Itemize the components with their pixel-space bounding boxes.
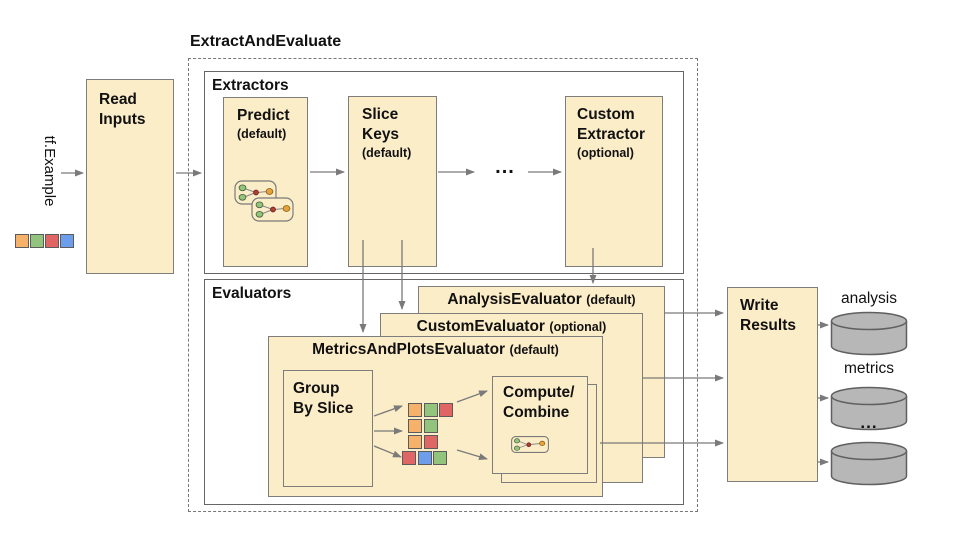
custom-evaluator-sub: (optional) (549, 320, 607, 334)
extractors-label: Extractors (212, 77, 289, 94)
read-inputs-label-line1: Read (99, 91, 137, 108)
slice-keys-sub: (default) (362, 146, 412, 160)
predict-title: Predict (237, 107, 290, 124)
evaluators-label: Evaluators (212, 285, 292, 302)
slice-keys-title-line1: Slice (362, 106, 399, 123)
write-results-line2: Results (740, 317, 796, 334)
more-extractors-ellipsis: ... (495, 156, 515, 178)
write-results-line1: Write (740, 297, 779, 314)
output-label-analysis: analysis (841, 290, 897, 307)
write-results-box: Write Results (727, 287, 818, 482)
predict-graph-icon (234, 180, 294, 222)
custom-extractor-box: Custom Extractor (optional) (565, 96, 663, 267)
custom-evaluator-name: CustomEvaluator (416, 318, 545, 335)
slice-square-row (408, 403, 455, 417)
slice-group-squares (402, 403, 455, 467)
output-label-ellipsis: ... (860, 413, 878, 432)
extract-and-evaluate-container (188, 58, 698, 512)
metrics-evaluator-sub: (default) (509, 343, 559, 357)
slice-square-row (408, 435, 455, 449)
compute-combine-line1: Compute/ (503, 384, 575, 401)
analysis-evaluator-sub: (default) (586, 293, 636, 307)
custom-extractor-title-line2: Extractor (577, 126, 646, 143)
custom-extractor-sub: (optional) (577, 146, 634, 160)
read-inputs-label-line2: Inputs (99, 111, 146, 128)
slice-square-row (402, 451, 455, 465)
output-label-metrics: metrics (844, 360, 894, 377)
slice-keys-title-line2: Keys (362, 126, 400, 143)
predict-extractor-box: Predict (default) (223, 97, 308, 267)
custom-extractor-title-line1: Custom (577, 106, 635, 123)
slice-square-row (408, 419, 455, 433)
compute-combine-line2: Combine (503, 404, 570, 421)
group-by-slice-box: Group By Slice (283, 370, 373, 487)
compute-graph-icon (511, 436, 549, 453)
analysis-evaluator-name: AnalysisEvaluator (447, 291, 582, 308)
input-record-squares (15, 234, 75, 248)
metrics-evaluator-name: MetricsAndPlotsEvaluator (312, 341, 506, 358)
read-inputs-box: Read Inputs (86, 79, 174, 274)
predict-sub: (default) (237, 127, 287, 141)
compute-combine-box: Compute/ Combine (492, 376, 588, 474)
group-by-slice-line1: Group (293, 380, 340, 397)
tf-example-label: tf.Example (41, 135, 58, 207)
slice-keys-extractor-box: Slice Keys (default) (348, 96, 437, 267)
group-by-slice-line2: By Slice (293, 400, 354, 417)
other-database-cylinder-icon (830, 441, 908, 486)
pipeline-title: ExtractAndEvaluate (190, 33, 342, 50)
analysis-database-cylinder-icon (830, 311, 908, 356)
metrics-database-cylinder-icon (830, 386, 908, 431)
